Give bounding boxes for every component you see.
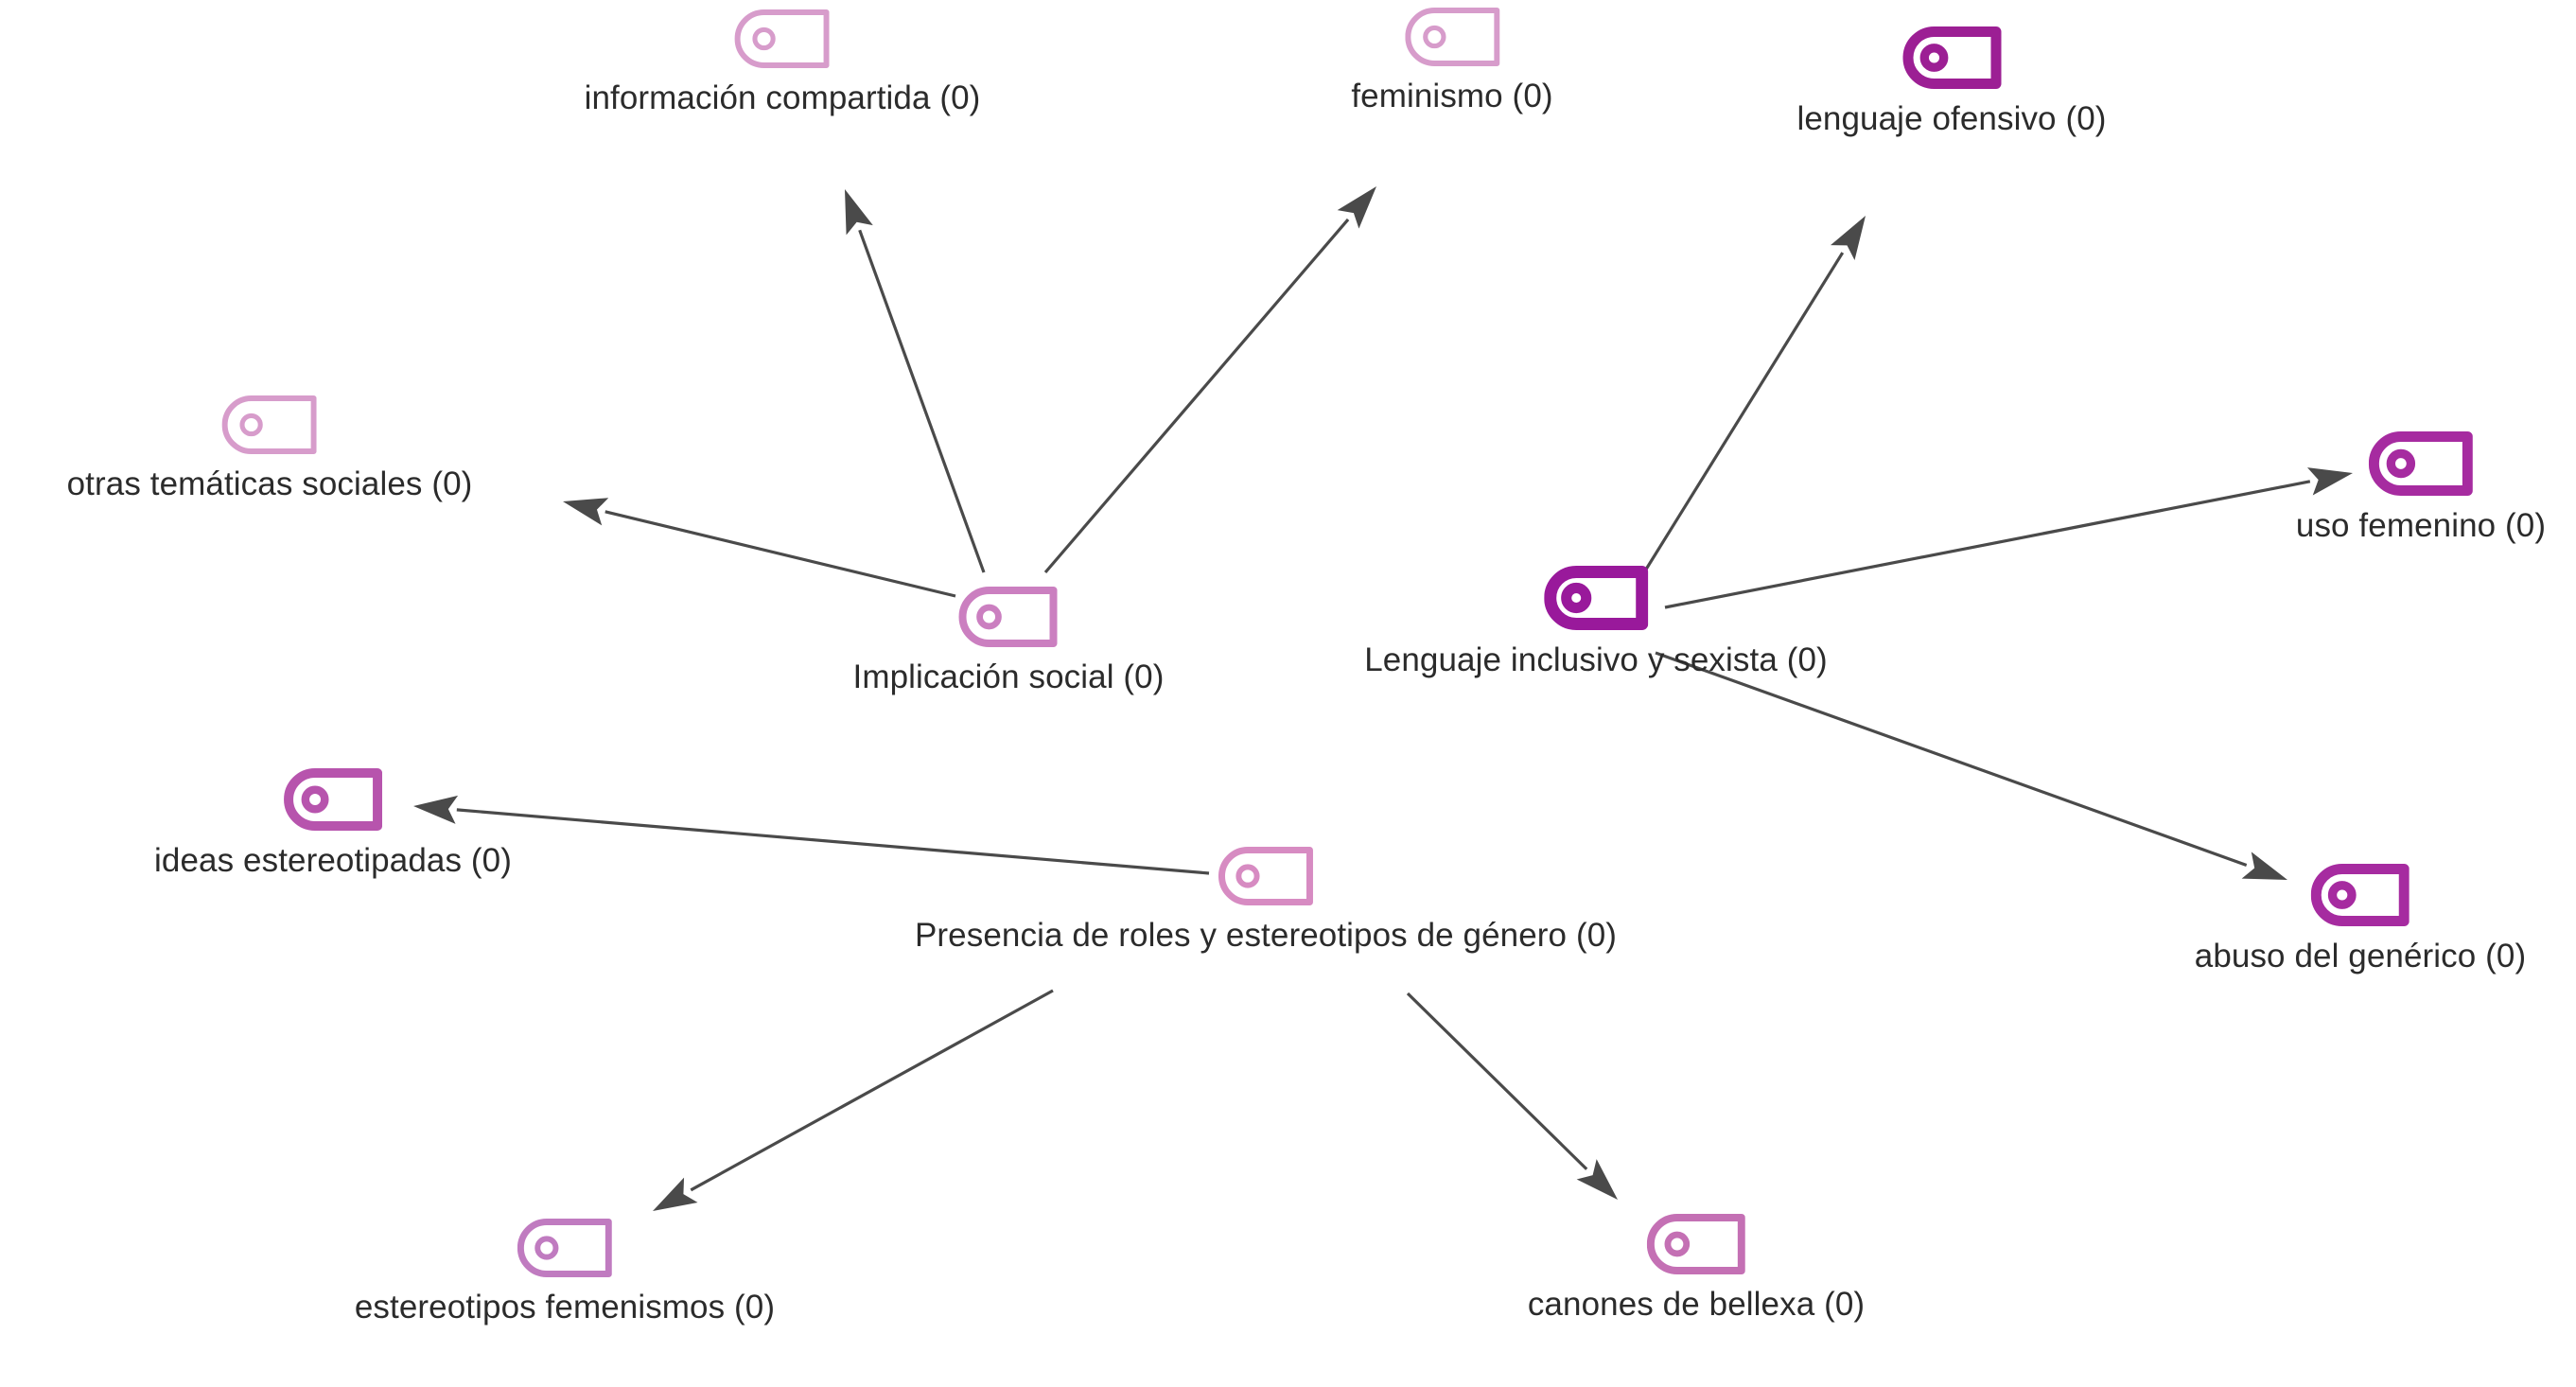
node-label: Lenguaje inclusivo y sexista (0) [1364,641,1828,678]
graph-node-presencia-de-roles-y-estereotipos-de-genero[interactable]: Presencia de roles y estereotipos de gén… [915,847,1617,954]
edge-presencia-de-roles-y-estereotipos-de-genero-to-estereotipos-femenismos[interactable] [653,989,1054,1211]
tag-hole-icon [1422,25,1446,49]
graph-node-ideas-estereotipadas[interactable]: ideas estereotipadas (0) [154,768,512,879]
graph-node-lenguaje-inclusivo-y-sexista[interactable]: Lenguaje inclusivo y sexista (0) [1364,566,1828,678]
tag-icon[interactable] [1218,847,1313,905]
tag-outline [2311,864,2410,926]
node-label: estereotipos femenismos (0) [354,1289,776,1326]
edge-line [1638,252,1845,581]
tag-outline [2369,431,2473,496]
tag-outline [735,9,830,68]
tag-hole-icon [1560,582,1592,614]
tag-hole-icon [1664,1231,1691,1257]
edge-line [1043,218,1350,574]
tag-icon[interactable] [222,395,317,454]
tag-icon[interactable] [284,768,382,831]
tag-icon[interactable] [2369,431,2473,496]
edge-line [690,989,1054,1192]
arrowhead-icon [653,1177,698,1211]
graph-node-abuso-del-generico[interactable]: abuso del genérico (0) [2195,864,2526,974]
tag-hole-icon [976,604,1003,630]
node-label: información compartida (0) [584,79,981,116]
edge-line [858,229,986,573]
arrowhead-icon [1337,186,1376,229]
edge-presencia-de-roles-y-estereotipos-de-genero-to-canones-de-bellexa[interactable] [1406,992,1618,1200]
graph-node-canones-de-bellexa[interactable]: canones de bellexa (0) [1528,1214,1865,1323]
edge-line [1406,992,1588,1170]
node-label: otras temáticas sociales (0) [66,465,473,502]
tag-outline [959,587,1058,647]
tag-icon[interactable] [2311,864,2410,926]
tag-outline [1405,8,1499,66]
arrowhead-icon [1830,216,1866,260]
tag-hole-icon [752,26,777,51]
arrowhead-icon [845,189,873,236]
edge-line [605,510,956,598]
tag-outline [1544,566,1648,630]
node-label: abuso del genérico (0) [2194,938,2527,974]
graph-node-lenguaje-ofensivo[interactable]: lenguaje ofensivo (0) [1796,26,2106,137]
node-label: ideas estereotipadas (0) [154,842,512,879]
tag-icon[interactable] [959,587,1058,647]
edge-implicacion-social-to-feminismo[interactable] [1043,186,1376,574]
tag-outline [517,1219,612,1277]
node-label: canones de bellexa (0) [1527,1286,1866,1323]
tag-hole-icon [2386,448,2416,479]
tag-icon[interactable] [517,1219,612,1277]
tag-icon[interactable] [1544,566,1648,630]
graph-node-implicacion-social[interactable]: Implicación social (0) [853,587,1165,695]
arrowhead-icon [1576,1159,1618,1200]
tag-hole-icon [534,1236,559,1260]
edge-line [1655,651,2248,867]
node-label: uso femenino (0) [2295,507,2547,544]
node-label: feminismo (0) [1351,78,1553,114]
edge-implicacion-social-to-informacion-compartida[interactable] [845,189,986,573]
tag-icon[interactable] [1647,1214,1745,1274]
node-label: Implicación social (0) [852,658,1165,695]
tag-hole-icon [2328,881,2357,909]
tag-icon[interactable] [1405,8,1499,66]
tag-outline [222,395,317,454]
tag-hole-icon [239,413,264,437]
tag-hole-icon [1235,864,1260,888]
graph-node-otras-tematicas-sociales[interactable]: otras temáticas sociales (0) [67,395,473,502]
tag-outline [1218,847,1313,905]
graph-node-informacion-compartida[interactable]: información compartida (0) [585,9,981,116]
edge-lenguaje-inclusivo-y-sexista-to-abuso-del-generico[interactable] [1655,651,2287,880]
tag-icon[interactable] [1902,26,2001,89]
arrowhead-icon [563,498,609,526]
node-label: lenguaje ofensivo (0) [1796,100,2107,137]
tag-icon[interactable] [735,9,830,68]
graph-node-feminismo[interactable]: feminismo (0) [1351,8,1553,114]
tag-hole-icon [1919,44,1948,72]
edge-implicacion-social-to-otras-tematicas-sociales[interactable] [563,498,956,598]
graph-node-estereotipos-femenismos[interactable]: estereotipos femenismos (0) [355,1219,775,1326]
tag-hole-icon [301,785,329,814]
tag-outline [284,768,382,831]
graph-node-uso-femenino[interactable]: uso femenino (0) [2296,431,2546,544]
node-label: Presencia de roles y estereotipos de gén… [914,917,1618,954]
tag-outline [1647,1214,1745,1274]
tag-outline [1902,26,2001,89]
edge-lenguaje-inclusivo-y-sexista-to-lenguaje-ofensivo[interactable] [1638,216,1866,581]
